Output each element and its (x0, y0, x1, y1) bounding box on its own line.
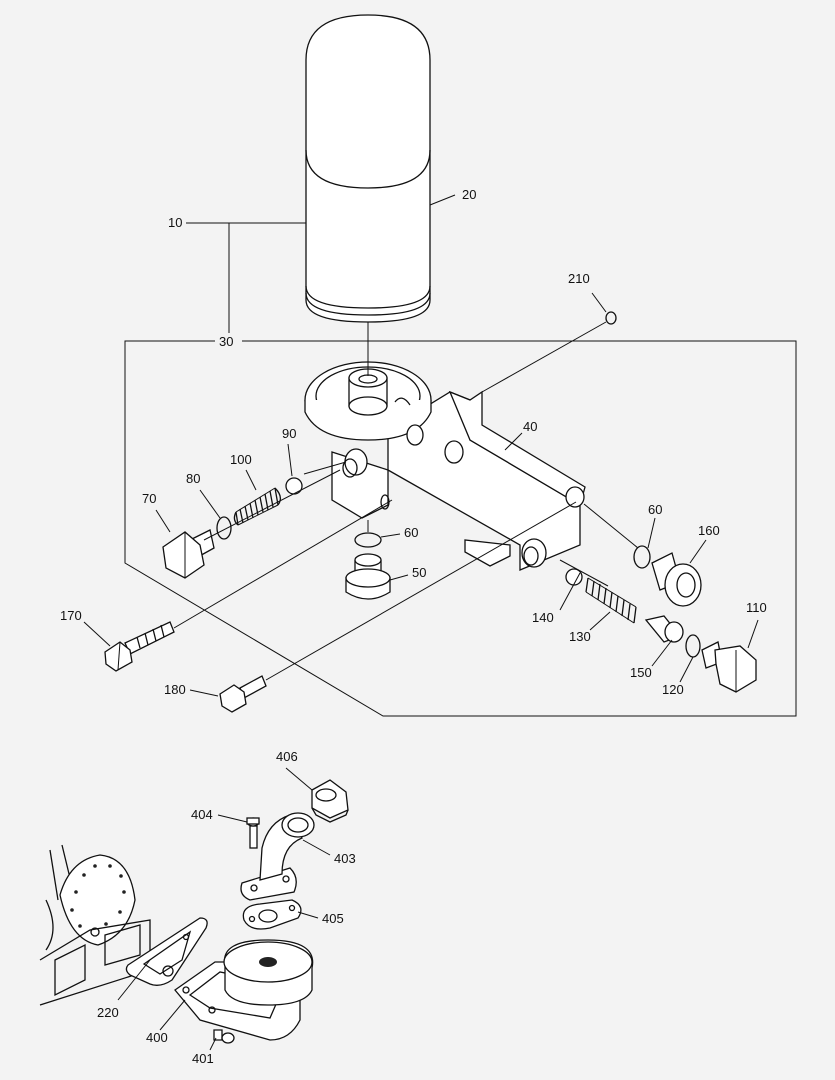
part-60-oring-right (633, 545, 651, 569)
callout-60-right: 60 (648, 502, 662, 517)
callout-404: 404 (191, 807, 213, 822)
part-120-oring (685, 634, 701, 658)
part-70-plug (162, 529, 215, 579)
callout-110: 110 (746, 600, 767, 615)
engine-block-fragment (39, 844, 151, 1006)
part-401-screw (213, 1029, 235, 1044)
part-160-fitting (651, 552, 702, 607)
callout-70: 70 (142, 491, 156, 506)
callout-10: 10 (168, 215, 182, 230)
part-140-ball (565, 568, 583, 586)
callout-406: 406 (276, 749, 298, 764)
part-110-plug (701, 641, 757, 693)
assembly-frame (124, 340, 797, 717)
part-210-oring (605, 311, 617, 325)
leader-lines (83, 194, 759, 1051)
callout-40: 40 (523, 419, 537, 434)
callout-140: 140 (532, 610, 554, 625)
callout-90: 90 (282, 426, 296, 441)
part-180-bolt (219, 675, 267, 713)
callout-401: 401 (192, 1051, 214, 1066)
callout-220: 220 (97, 1005, 119, 1020)
part-60-oring-center (354, 532, 382, 548)
part-150-piston (644, 615, 684, 643)
part-406-cap (311, 779, 349, 823)
callout-100: 100 (230, 452, 252, 467)
callout-405: 405 (322, 911, 344, 926)
part-90-ball (285, 477, 303, 495)
callout-210: 210 (568, 271, 590, 286)
part-403-elbow (240, 812, 315, 901)
part-220-gasket (125, 917, 208, 986)
callout-60-center: 60 (404, 525, 418, 540)
callout-50: 50 (412, 565, 426, 580)
oil-filter (305, 14, 431, 323)
callout-150: 150 (630, 665, 652, 680)
part-80-oring (216, 516, 232, 540)
part-50-fitting (345, 553, 391, 600)
callout-403: 403 (334, 851, 356, 866)
part-400-cover (174, 939, 314, 1041)
part-405-gasket (242, 899, 302, 930)
callout-30: 30 (219, 334, 233, 349)
part-130-spring (585, 577, 637, 624)
part-100-spring (233, 487, 282, 526)
part-170-bolt (104, 621, 175, 672)
callout-400: 400 (146, 1030, 168, 1045)
callout-labels: 10 20 30 40 50 60 60 70 80 90 100 110 12… (60, 187, 767, 1066)
part-404-screw (246, 817, 260, 849)
callout-120: 120 (662, 682, 684, 697)
callout-180: 180 (164, 682, 186, 697)
callout-130: 130 (569, 629, 591, 644)
callout-20: 20 (462, 187, 476, 202)
callout-80: 80 (186, 471, 200, 486)
callout-170: 170 (60, 608, 82, 623)
callout-160: 160 (698, 523, 720, 538)
filter-head (304, 361, 586, 571)
